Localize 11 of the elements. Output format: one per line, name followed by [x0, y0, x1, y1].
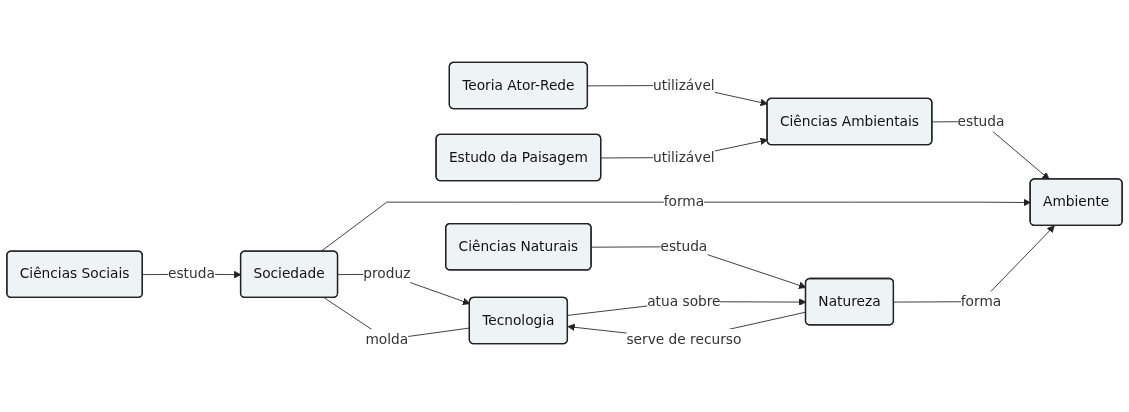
edge-label: atua sobre	[647, 293, 721, 310]
edge-label: molda	[365, 330, 409, 348]
edge-label: forma	[663, 193, 705, 210]
edge-label: forma	[960, 293, 1002, 310]
edge-label: serve de recurso	[626, 330, 742, 348]
edge-label: estuda	[660, 238, 708, 255]
edge-label: utilizável	[653, 76, 715, 94]
edge-label: utilizável	[653, 148, 715, 166]
edge-label: produz	[363, 265, 411, 282]
edge-label: estuda	[168, 265, 215, 282]
edge-label: estuda	[957, 112, 1005, 130]
